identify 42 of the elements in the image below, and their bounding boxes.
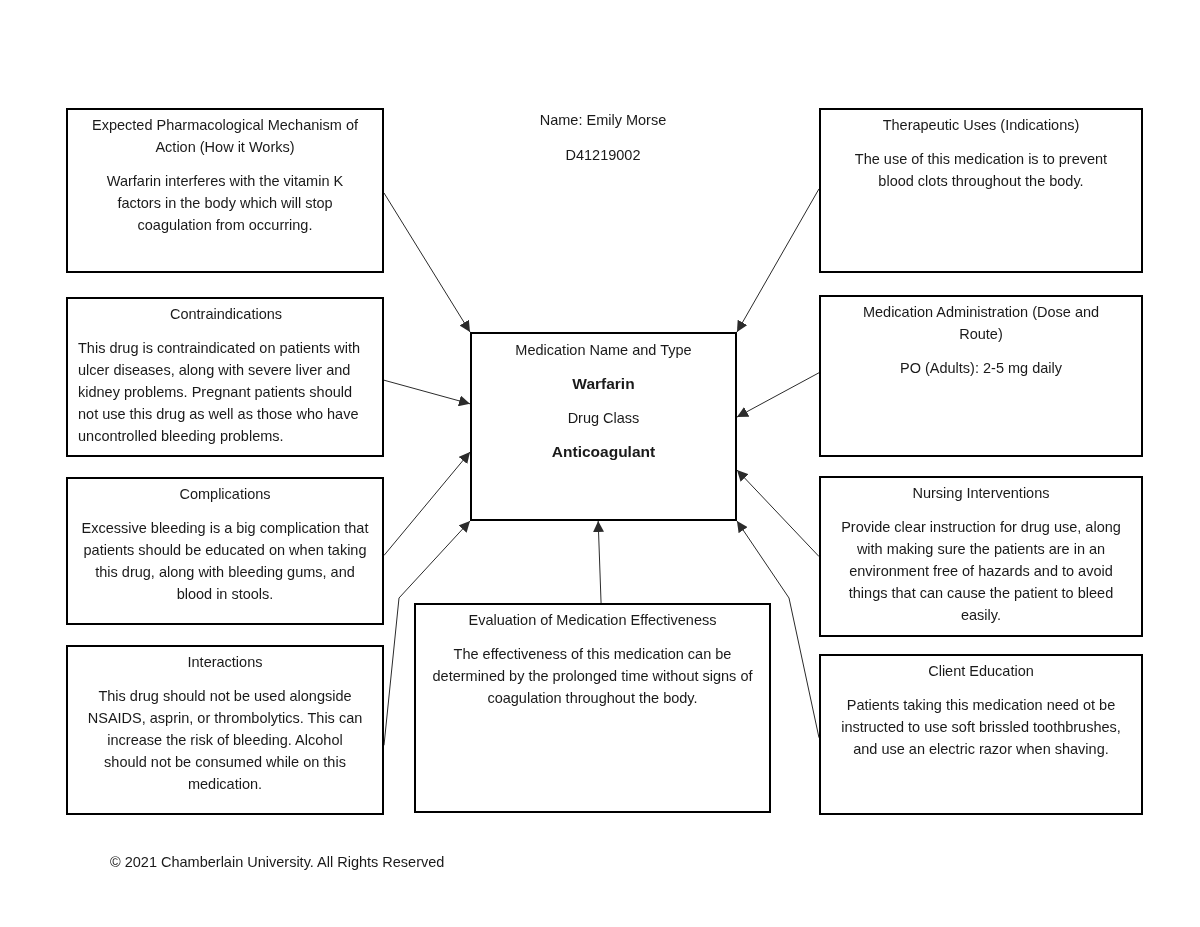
arrow [383, 379, 471, 407]
box-text: Excessive bleeding is a big complication that patients should be educated on when taking this drug, along with bleeding gums, and blood in stools. [80, 519, 370, 604]
copyright-notice: © 2021 Chamberlain University. All Rights Reserved [110, 853, 445, 872]
info-box [819, 108, 1143, 273]
box-text: This drug should not be used alongside NSAIDS, asprin, or thrombolytics. This can increase the risk of bleeding. Alcohol should not be consumed while on this medication. [86, 687, 364, 794]
arrow [383, 451, 471, 556]
info-box [66, 645, 384, 815]
info-box [66, 477, 384, 625]
info-box [819, 476, 1143, 637]
box-text: Patients taking this medication need ot be instructed to use soft brissled toothbrushes, and use an electric razor when shaving. [840, 696, 1122, 759]
info-box [66, 108, 384, 273]
drug-name: Warfarin [571, 374, 636, 394]
arrow [383, 192, 471, 333]
box-heading: Complications [178, 485, 272, 504]
arrow [736, 372, 820, 418]
arrow [736, 469, 820, 557]
drug-summary-box [470, 332, 737, 521]
student-name: Name: Emily Morse [539, 111, 667, 130]
info-box [819, 295, 1143, 457]
box-heading: Expected Pharmacological Mechanism of Action (How it Works) [91, 116, 359, 157]
info-box [819, 654, 1143, 815]
box-text: Warfarin interferes with the vitamin K factors in the body which will stop coagulation from occurring. [105, 172, 345, 235]
box-heading: Therapeutic Uses (Indications) [881, 116, 1081, 135]
box-heading: Medication Administration (Dose and Route) [861, 303, 1101, 344]
student-id: D41219002 [565, 146, 641, 165]
field-caption: Drug Class [566, 409, 641, 428]
box-heading: Evaluation of Medication Effectiveness [467, 611, 718, 630]
box-heading: Nursing Interventions [911, 484, 1051, 503]
info-box [414, 603, 771, 813]
box-text: The use of this medication is to prevent blood clots throughout the body. [853, 150, 1109, 191]
arrow [736, 188, 820, 333]
box-heading: Client Education [927, 662, 1035, 681]
box-text: PO (Adults): 2-5 mg daily [899, 359, 1063, 378]
box-heading: Interactions [186, 653, 264, 672]
box-text: This drug is contraindicated on patients with ulcer diseases, along with severe liver and kidney problems. Pregnant patients should not use this drug as well as those who have uncontrolled bleeding problems. [78, 339, 362, 446]
drug-class: Anticoagulant [550, 442, 657, 462]
box-text: The effectiveness of this medication can be determined by the prolonged time without signs of coagulation throughout the body. [431, 645, 754, 708]
box-text: Provide clear instruction for drug use, along with making sure the patients are in an environment free of hazards and to avoid things that can cause the patient to bleed easily. [840, 518, 1122, 625]
info-box [66, 297, 384, 457]
field-caption: Medication Name and Type [514, 341, 693, 360]
arrow [593, 520, 605, 604]
box-heading: Contraindications [168, 305, 283, 324]
